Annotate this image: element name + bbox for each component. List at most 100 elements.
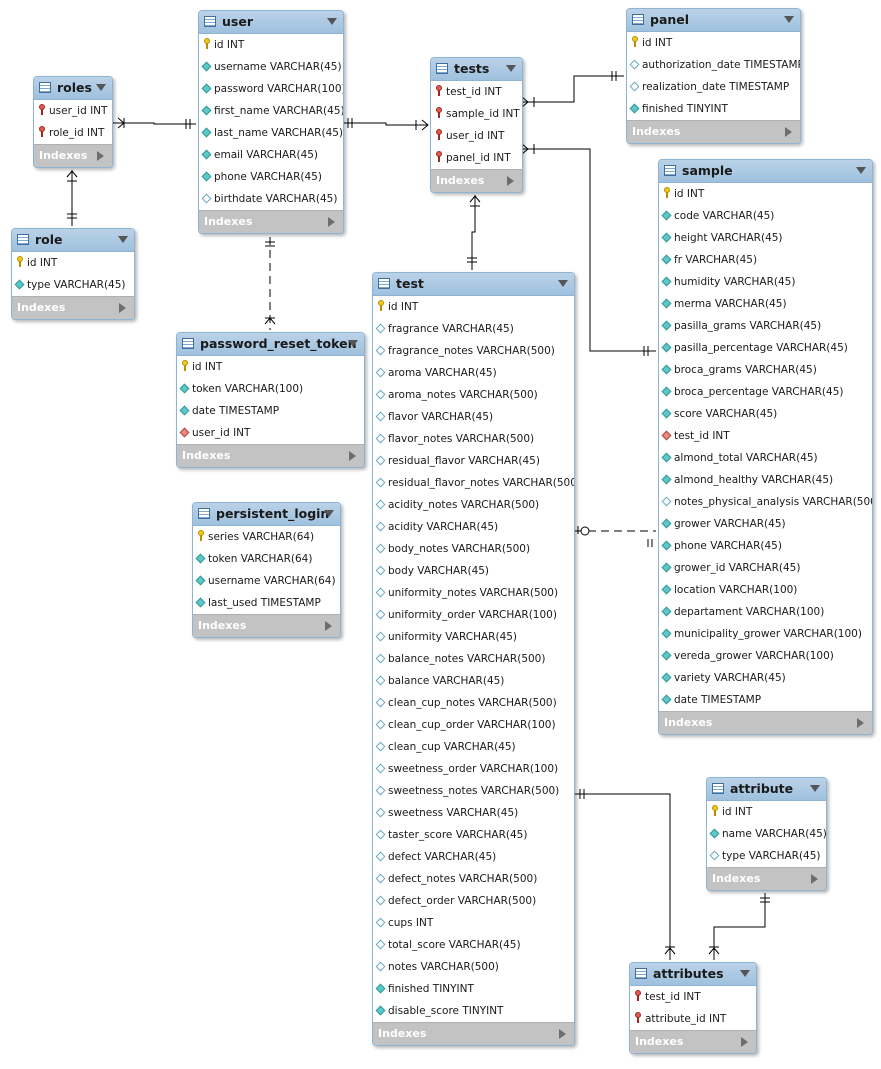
table-header[interactable]: sample <box>659 160 872 183</box>
column-row[interactable]: name VARCHAR(45) <box>707 823 826 845</box>
column-row[interactable]: uniformity_order VARCHAR(100) <box>373 604 574 626</box>
column-row[interactable]: last_name VARCHAR(45) <box>199 122 343 144</box>
column-row[interactable]: fragrance_notes VARCHAR(500) <box>373 340 574 362</box>
relationship-password-reset-token-user[interactable] <box>264 237 276 330</box>
column-row[interactable]: series VARCHAR(64) <box>193 526 340 548</box>
column-row[interactable]: aroma VARCHAR(45) <box>373 362 574 384</box>
column-row[interactable]: date TIMESTAMP <box>177 400 364 422</box>
column-row[interactable]: clean_cup_order VARCHAR(100) <box>373 714 574 736</box>
expand-arrow-icon[interactable] <box>811 874 818 884</box>
column-row[interactable]: municipality_grower VARCHAR(100) <box>659 623 872 645</box>
column-row[interactable]: location VARCHAR(100) <box>659 579 872 601</box>
column-row[interactable]: user_id INT <box>177 422 364 444</box>
expand-arrow-icon[interactable] <box>97 151 104 161</box>
column-row[interactable]: pasilla_grams VARCHAR(45) <box>659 315 872 337</box>
collapse-arrow-icon[interactable] <box>856 167 866 174</box>
indexes-section[interactable]: Indexes <box>707 867 826 890</box>
column-row[interactable]: vereda_grower VARCHAR(100) <box>659 645 872 667</box>
column-row[interactable]: notes VARCHAR(500) <box>373 956 574 978</box>
column-row[interactable]: uniformity VARCHAR(45) <box>373 626 574 648</box>
indexes-section[interactable]: Indexes <box>659 711 872 734</box>
column-row[interactable]: departament VARCHAR(100) <box>659 601 872 623</box>
column-row[interactable]: last_used TIMESTAMP <box>193 592 340 614</box>
column-row[interactable]: email VARCHAR(45) <box>199 144 343 166</box>
column-row[interactable]: test_id INT <box>630 986 756 1008</box>
column-row[interactable]: broca_grams VARCHAR(45) <box>659 359 872 381</box>
column-row[interactable]: phone VARCHAR(45) <box>199 166 343 188</box>
column-row[interactable]: height VARCHAR(45) <box>659 227 872 249</box>
collapse-arrow-icon[interactable] <box>118 236 128 243</box>
column-row[interactable]: balance_notes VARCHAR(500) <box>373 648 574 670</box>
expand-arrow-icon[interactable] <box>325 621 332 631</box>
collapse-arrow-icon[interactable] <box>810 785 820 792</box>
relationship-roles-role[interactable] <box>66 170 78 226</box>
expand-arrow-icon[interactable] <box>119 303 126 313</box>
column-row[interactable]: flavor_notes VARCHAR(500) <box>373 428 574 450</box>
column-row[interactable]: type VARCHAR(45) <box>12 274 134 296</box>
column-row[interactable]: phone VARCHAR(45) <box>659 535 872 557</box>
indexes-section[interactable]: Indexes <box>431 169 522 192</box>
column-row[interactable]: token VARCHAR(64) <box>193 548 340 570</box>
collapse-arrow-icon[interactable] <box>348 340 358 347</box>
column-row[interactable]: realization_date TIMESTAMP <box>627 76 800 98</box>
collapse-arrow-icon[interactable] <box>96 84 106 91</box>
column-row[interactable]: broca_percentage VARCHAR(45) <box>659 381 872 403</box>
column-row[interactable]: pasilla_percentage VARCHAR(45) <box>659 337 872 359</box>
column-row[interactable]: test_id INT <box>659 425 872 447</box>
column-row[interactable]: balance VARCHAR(45) <box>373 670 574 692</box>
column-row[interactable]: sweetness VARCHAR(45) <box>373 802 574 824</box>
column-row[interactable]: clean_cup_notes VARCHAR(500) <box>373 692 574 714</box>
column-row[interactable]: user_id INT <box>34 100 112 122</box>
indexes-section[interactable]: Indexes <box>199 210 343 233</box>
column-row[interactable]: id INT <box>659 183 872 205</box>
column-row[interactable]: id INT <box>199 34 343 56</box>
column-row[interactable]: id INT <box>12 252 134 274</box>
column-row[interactable]: acidity VARCHAR(45) <box>373 516 574 538</box>
table-header[interactable]: user <box>199 11 343 34</box>
collapse-arrow-icon[interactable] <box>558 280 568 287</box>
column-row[interactable]: token VARCHAR(100) <box>177 378 364 400</box>
column-row[interactable]: acidity_notes VARCHAR(500) <box>373 494 574 516</box>
column-row[interactable]: fragrance VARCHAR(45) <box>373 318 574 340</box>
column-row[interactable]: id INT <box>627 32 800 54</box>
expand-arrow-icon[interactable] <box>857 718 864 728</box>
relationship-roles-user[interactable] <box>112 117 196 129</box>
column-row[interactable]: fr VARCHAR(45) <box>659 249 872 271</box>
relationship-tests-user[interactable] <box>343 118 429 131</box>
column-row[interactable]: username VARCHAR(64) <box>193 570 340 592</box>
column-row[interactable]: humidity VARCHAR(45) <box>659 271 872 293</box>
column-row[interactable]: attribute_id INT <box>630 1008 756 1030</box>
expand-arrow-icon[interactable] <box>785 127 792 137</box>
column-row[interactable]: finished TINYINT <box>373 978 574 1000</box>
column-row[interactable]: test_id INT <box>431 81 522 103</box>
column-row[interactable]: defect_order VARCHAR(500) <box>373 890 574 912</box>
column-row[interactable]: cups INT <box>373 912 574 934</box>
indexes-section[interactable]: Indexes <box>627 120 800 143</box>
column-row[interactable]: id INT <box>373 296 574 318</box>
column-row[interactable]: password VARCHAR(100) <box>199 78 343 100</box>
column-row[interactable]: code VARCHAR(45) <box>659 205 872 227</box>
table-header[interactable]: role <box>12 229 134 252</box>
indexes-section[interactable]: Indexes <box>193 614 340 637</box>
column-row[interactable]: defect_notes VARCHAR(500) <box>373 868 574 890</box>
indexes-section[interactable]: Indexes <box>12 296 134 319</box>
column-row[interactable]: authorization_date TIMESTAMP <box>627 54 800 76</box>
column-row[interactable]: grower_id VARCHAR(45) <box>659 557 872 579</box>
column-row[interactable]: panel_id INT <box>431 147 522 169</box>
column-row[interactable]: body VARCHAR(45) <box>373 560 574 582</box>
column-row[interactable]: almond_healthy VARCHAR(45) <box>659 469 872 491</box>
relationship-attributes-test[interactable] <box>575 789 676 960</box>
column-row[interactable]: taster_score VARCHAR(45) <box>373 824 574 846</box>
table-header[interactable]: roles <box>34 77 112 100</box>
expand-arrow-icon[interactable] <box>507 176 514 186</box>
collapse-arrow-icon[interactable] <box>740 970 750 977</box>
column-row[interactable]: username VARCHAR(45) <box>199 56 343 78</box>
expand-arrow-icon[interactable] <box>559 1029 566 1039</box>
